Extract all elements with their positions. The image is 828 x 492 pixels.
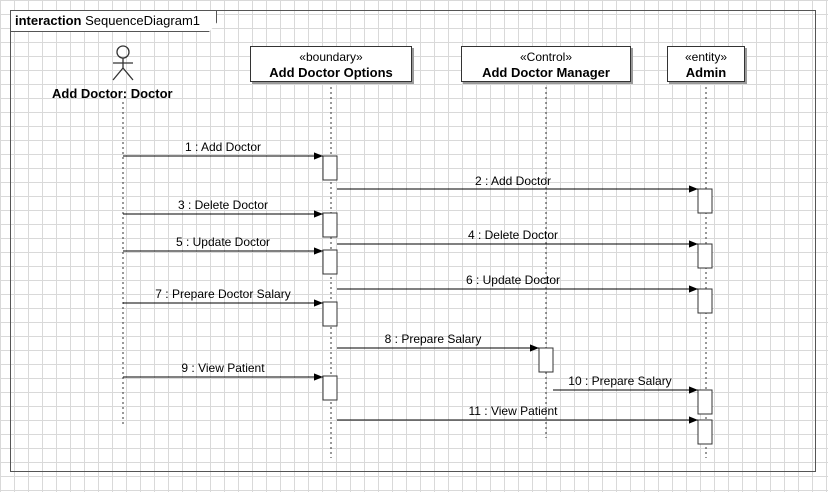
message-label-10: 10 : Prepare Salary bbox=[568, 374, 671, 388]
message-label-2: 2 : Add Doctor bbox=[475, 174, 551, 188]
activation-box bbox=[697, 188, 713, 214]
actor-stick-figure-icon bbox=[112, 45, 134, 81]
message-label-6: 6 : Update Doctor bbox=[466, 273, 560, 287]
activation-box bbox=[697, 389, 713, 415]
message-label-4: 4 : Delete Doctor bbox=[468, 228, 558, 242]
lifeline-head-options[interactable]: «boundary» Add Doctor Options bbox=[250, 46, 412, 82]
activation-box bbox=[697, 288, 713, 314]
lifeline-name: Add Doctor Manager bbox=[482, 65, 610, 80]
message-label-5: 5 : Update Doctor bbox=[176, 235, 270, 249]
frame-name: SequenceDiagram1 bbox=[85, 13, 200, 28]
interaction-frame: interaction SequenceDiagram1 bbox=[10, 10, 816, 472]
lifeline-head-manager[interactable]: «Control» Add Doctor Manager bbox=[461, 46, 631, 82]
message-label-3: 3 : Delete Doctor bbox=[178, 198, 268, 212]
activation-box bbox=[322, 375, 338, 401]
activation-box bbox=[697, 419, 713, 445]
stereotype-label: «Control» bbox=[519, 50, 573, 64]
frame-title-tab: interaction SequenceDiagram1 bbox=[11, 11, 217, 32]
lifeline-name: Admin bbox=[685, 65, 727, 80]
lifeline-head-admin[interactable]: «entity» Admin bbox=[667, 46, 745, 82]
stereotype-label: «entity» bbox=[684, 50, 728, 64]
activation-box bbox=[322, 212, 338, 238]
activation-box bbox=[322, 301, 338, 327]
message-label-9: 9 : View Patient bbox=[181, 361, 265, 375]
activation-box bbox=[697, 243, 713, 269]
message-label-7: 7 : Prepare Doctor Salary bbox=[155, 287, 290, 301]
activation-box bbox=[538, 347, 554, 373]
message-label-8: 8 : Prepare Salary bbox=[385, 332, 482, 346]
message-label-11: 11 : View Patient bbox=[469, 404, 559, 418]
activation-box bbox=[322, 249, 338, 275]
frame-keyword: interaction bbox=[15, 13, 82, 28]
lifeline-name: Add Doctor Options bbox=[269, 65, 393, 80]
message-label-1: 1 : Add Doctor bbox=[185, 140, 261, 154]
stereotype-label: «boundary» bbox=[299, 50, 363, 64]
activation-box bbox=[322, 155, 338, 181]
actor-name: Add Doctor: Doctor bbox=[52, 86, 173, 101]
